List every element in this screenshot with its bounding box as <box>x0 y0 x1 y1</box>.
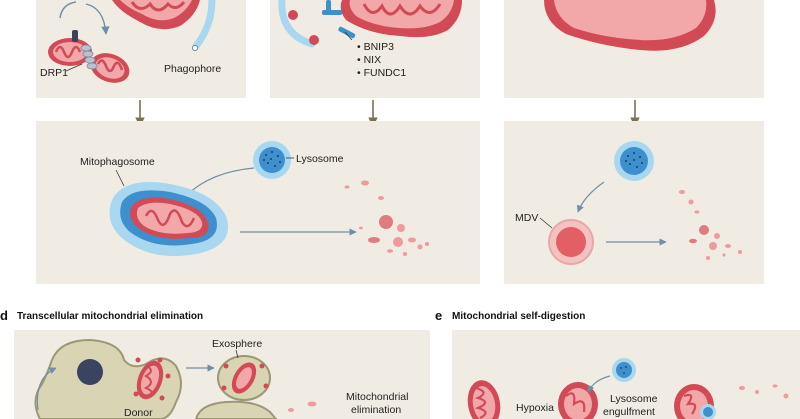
lysosome-to-mdv-arrow <box>576 181 605 213</box>
degraded-fragments-e <box>739 384 789 399</box>
exosphere-pointer <box>235 349 239 359</box>
exosphere-label: Exosphere <box>212 338 262 350</box>
lysosome-engulfment-label-line1: Lysosome <box>610 393 658 405</box>
section-d-title: Transcellular mitochondrial elimination <box>17 311 203 322</box>
mitophagosome <box>109 182 228 256</box>
mitochondrion-dividing <box>48 30 130 83</box>
receptor-proteins <box>322 0 356 39</box>
mdv-pointer <box>539 217 553 229</box>
mitochondrion-c <box>544 0 716 51</box>
mitochondrion-large-a <box>112 0 200 30</box>
lysosome-e <box>612 358 636 382</box>
donor-mitochondrion <box>136 360 164 400</box>
drp1-pointer <box>65 63 83 72</box>
donor-nucleus <box>77 359 103 385</box>
drp1-ring <box>80 44 98 70</box>
mitochondrion-b <box>340 0 462 38</box>
phagophore-label: Phagophore <box>164 63 221 75</box>
elimination-label-line1: Mitochondrial <box>346 391 408 403</box>
lysosome-label: Lysosome <box>296 153 344 165</box>
phagophore-end <box>191 44 199 52</box>
fission-arrow <box>59 1 106 34</box>
fundc1-label: • FUNDC1 <box>357 67 406 79</box>
phagophore-a <box>192 0 216 50</box>
degraded-fragments-c <box>679 190 742 260</box>
lysosome-middle <box>253 141 291 179</box>
drp1-label: DRP1 <box>40 67 68 79</box>
mdv-vesicle <box>548 219 594 265</box>
fragment-b1 <box>288 10 298 20</box>
nix-label: • NIX <box>357 54 381 66</box>
lysosome-to-mito-arrow-e <box>587 375 611 393</box>
donor-label: Donor <box>124 407 153 419</box>
mitophagosome-pointer <box>115 169 125 187</box>
section-e-letter: e <box>435 308 442 323</box>
section-e-title: Mitochondrial self-digestion <box>452 311 585 322</box>
degraded-fragments-ab <box>344 180 429 256</box>
lysosome-c <box>614 141 654 181</box>
phagophore-b <box>278 0 316 48</box>
section-d-letter: d <box>0 308 8 323</box>
lysosome-engulfment-label-line2: engulfment <box>603 406 655 418</box>
elimination-label-line2: elimination <box>351 404 401 416</box>
recipient-cell <box>194 400 278 419</box>
fragment-b2 <box>309 35 319 45</box>
mitochondrion-e1 <box>467 380 501 419</box>
hypoxia-label: Hypoxia <box>516 402 554 414</box>
donor-cell <box>34 338 182 419</box>
mdv-label: MDV <box>515 212 538 224</box>
cycle-arrow-d <box>36 367 57 411</box>
receptor-pointer <box>344 31 353 41</box>
elimination-fragments-d <box>288 401 317 412</box>
mitochondrion-e3 <box>674 384 716 419</box>
bnip3-label: • BNIP3 <box>357 41 394 53</box>
mitophagosome-label: Mitophagosome <box>80 156 155 168</box>
panel-ab-middle <box>36 121 480 284</box>
donor-mito-dots <box>133 357 171 401</box>
exosphere <box>217 355 271 401</box>
